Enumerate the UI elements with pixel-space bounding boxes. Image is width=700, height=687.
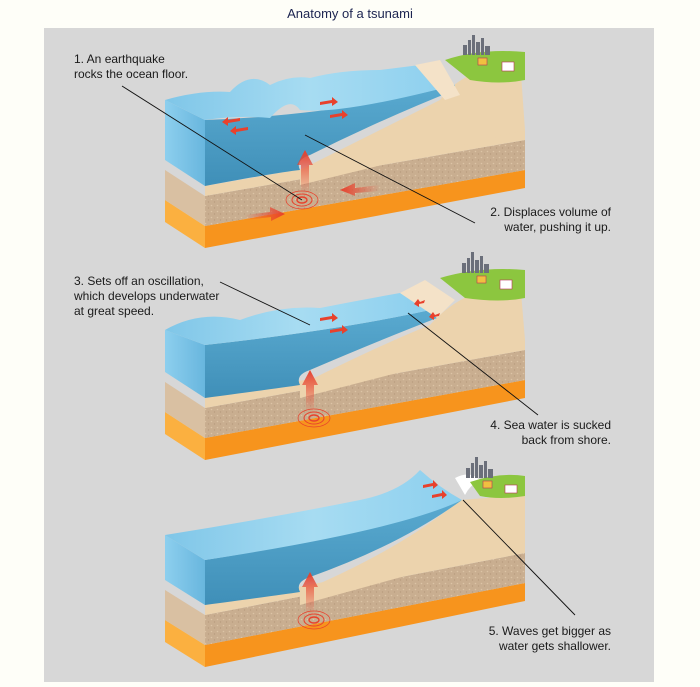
city-skyline-icon <box>463 35 490 55</box>
step-3-label: 3. Sets off an oscillation, which develo… <box>74 274 220 318</box>
house-icon <box>482 480 493 489</box>
magma-layer-front <box>205 170 525 248</box>
city-skyline-icon <box>462 252 489 273</box>
house-icon <box>476 275 487 284</box>
water-surface <box>165 65 455 120</box>
arrow-left-icon <box>340 183 380 196</box>
wave-arrow-icon <box>432 490 447 499</box>
rock-layer-front <box>205 553 525 645</box>
wave-arrow-icon <box>423 480 438 489</box>
wave-arrow-icon <box>230 126 248 135</box>
house-icon <box>499 279 513 290</box>
arrow-right-icon <box>245 207 285 221</box>
house-icon <box>477 57 488 66</box>
magma-layer-left <box>165 620 205 667</box>
rock-layer-front <box>205 140 525 226</box>
rock-layer-front <box>205 350 525 438</box>
diagram-title: Anatomy of a tsunami <box>287 6 413 21</box>
leader-line-1 <box>121 85 303 201</box>
step-5-label: 5. Waves get bigger as water gets shallo… <box>488 624 611 653</box>
water-side <box>205 85 455 186</box>
leader-line-3 <box>219 281 311 326</box>
step-4-label: 4. Sea water is sucked back from shore. <box>490 418 611 447</box>
step-2-label: 2. Displaces volume of water, pushing it… <box>490 205 611 234</box>
coast-grass <box>445 51 525 83</box>
water-front <box>165 330 205 398</box>
magma-layer-front <box>205 380 525 460</box>
shore-arrow-icon <box>414 299 425 307</box>
wave-arrow-icon <box>330 110 348 119</box>
magma-layer-left <box>165 412 205 460</box>
rock-layer-left <box>165 170 205 226</box>
leader-line-5 <box>462 499 576 616</box>
arrow-up-icon <box>302 370 318 413</box>
city-skyline-icon <box>466 457 493 478</box>
land-slope <box>300 60 525 185</box>
house-icon <box>501 61 515 72</box>
wave-arrow-icon <box>320 313 338 322</box>
beach <box>415 60 460 100</box>
wave-arrow-icon <box>222 117 240 126</box>
water-front <box>165 100 205 186</box>
water-side <box>205 500 462 605</box>
rock-layer-left <box>165 382 205 438</box>
step-1-label: 1. An earthquake rocks the ocean floor. <box>74 52 189 81</box>
block-2-oscillation <box>165 252 539 460</box>
beach-exposed <box>400 280 455 318</box>
land-slope <box>300 280 525 398</box>
leader-line-4 <box>407 312 539 416</box>
block-3-shallow-waves <box>165 457 576 667</box>
block-1-earthquake <box>121 35 525 248</box>
water-front <box>165 535 205 605</box>
magma-layer-left <box>165 200 205 248</box>
land-slope <box>300 495 525 605</box>
water-side <box>205 310 437 398</box>
rock-layer-left <box>165 590 205 645</box>
coast-grass <box>440 269 525 301</box>
house-icon <box>504 484 518 494</box>
arrow-up-icon <box>297 150 313 195</box>
magma-layer-front <box>205 583 525 667</box>
wave-arrow-icon <box>330 325 348 334</box>
arrow-up-icon <box>302 572 318 615</box>
wave-arrow-icon <box>320 97 338 106</box>
shore-arrow-icon <box>429 312 440 320</box>
breaking-wave <box>455 474 480 495</box>
leader-line-2 <box>304 134 476 224</box>
water-surface <box>165 470 462 560</box>
